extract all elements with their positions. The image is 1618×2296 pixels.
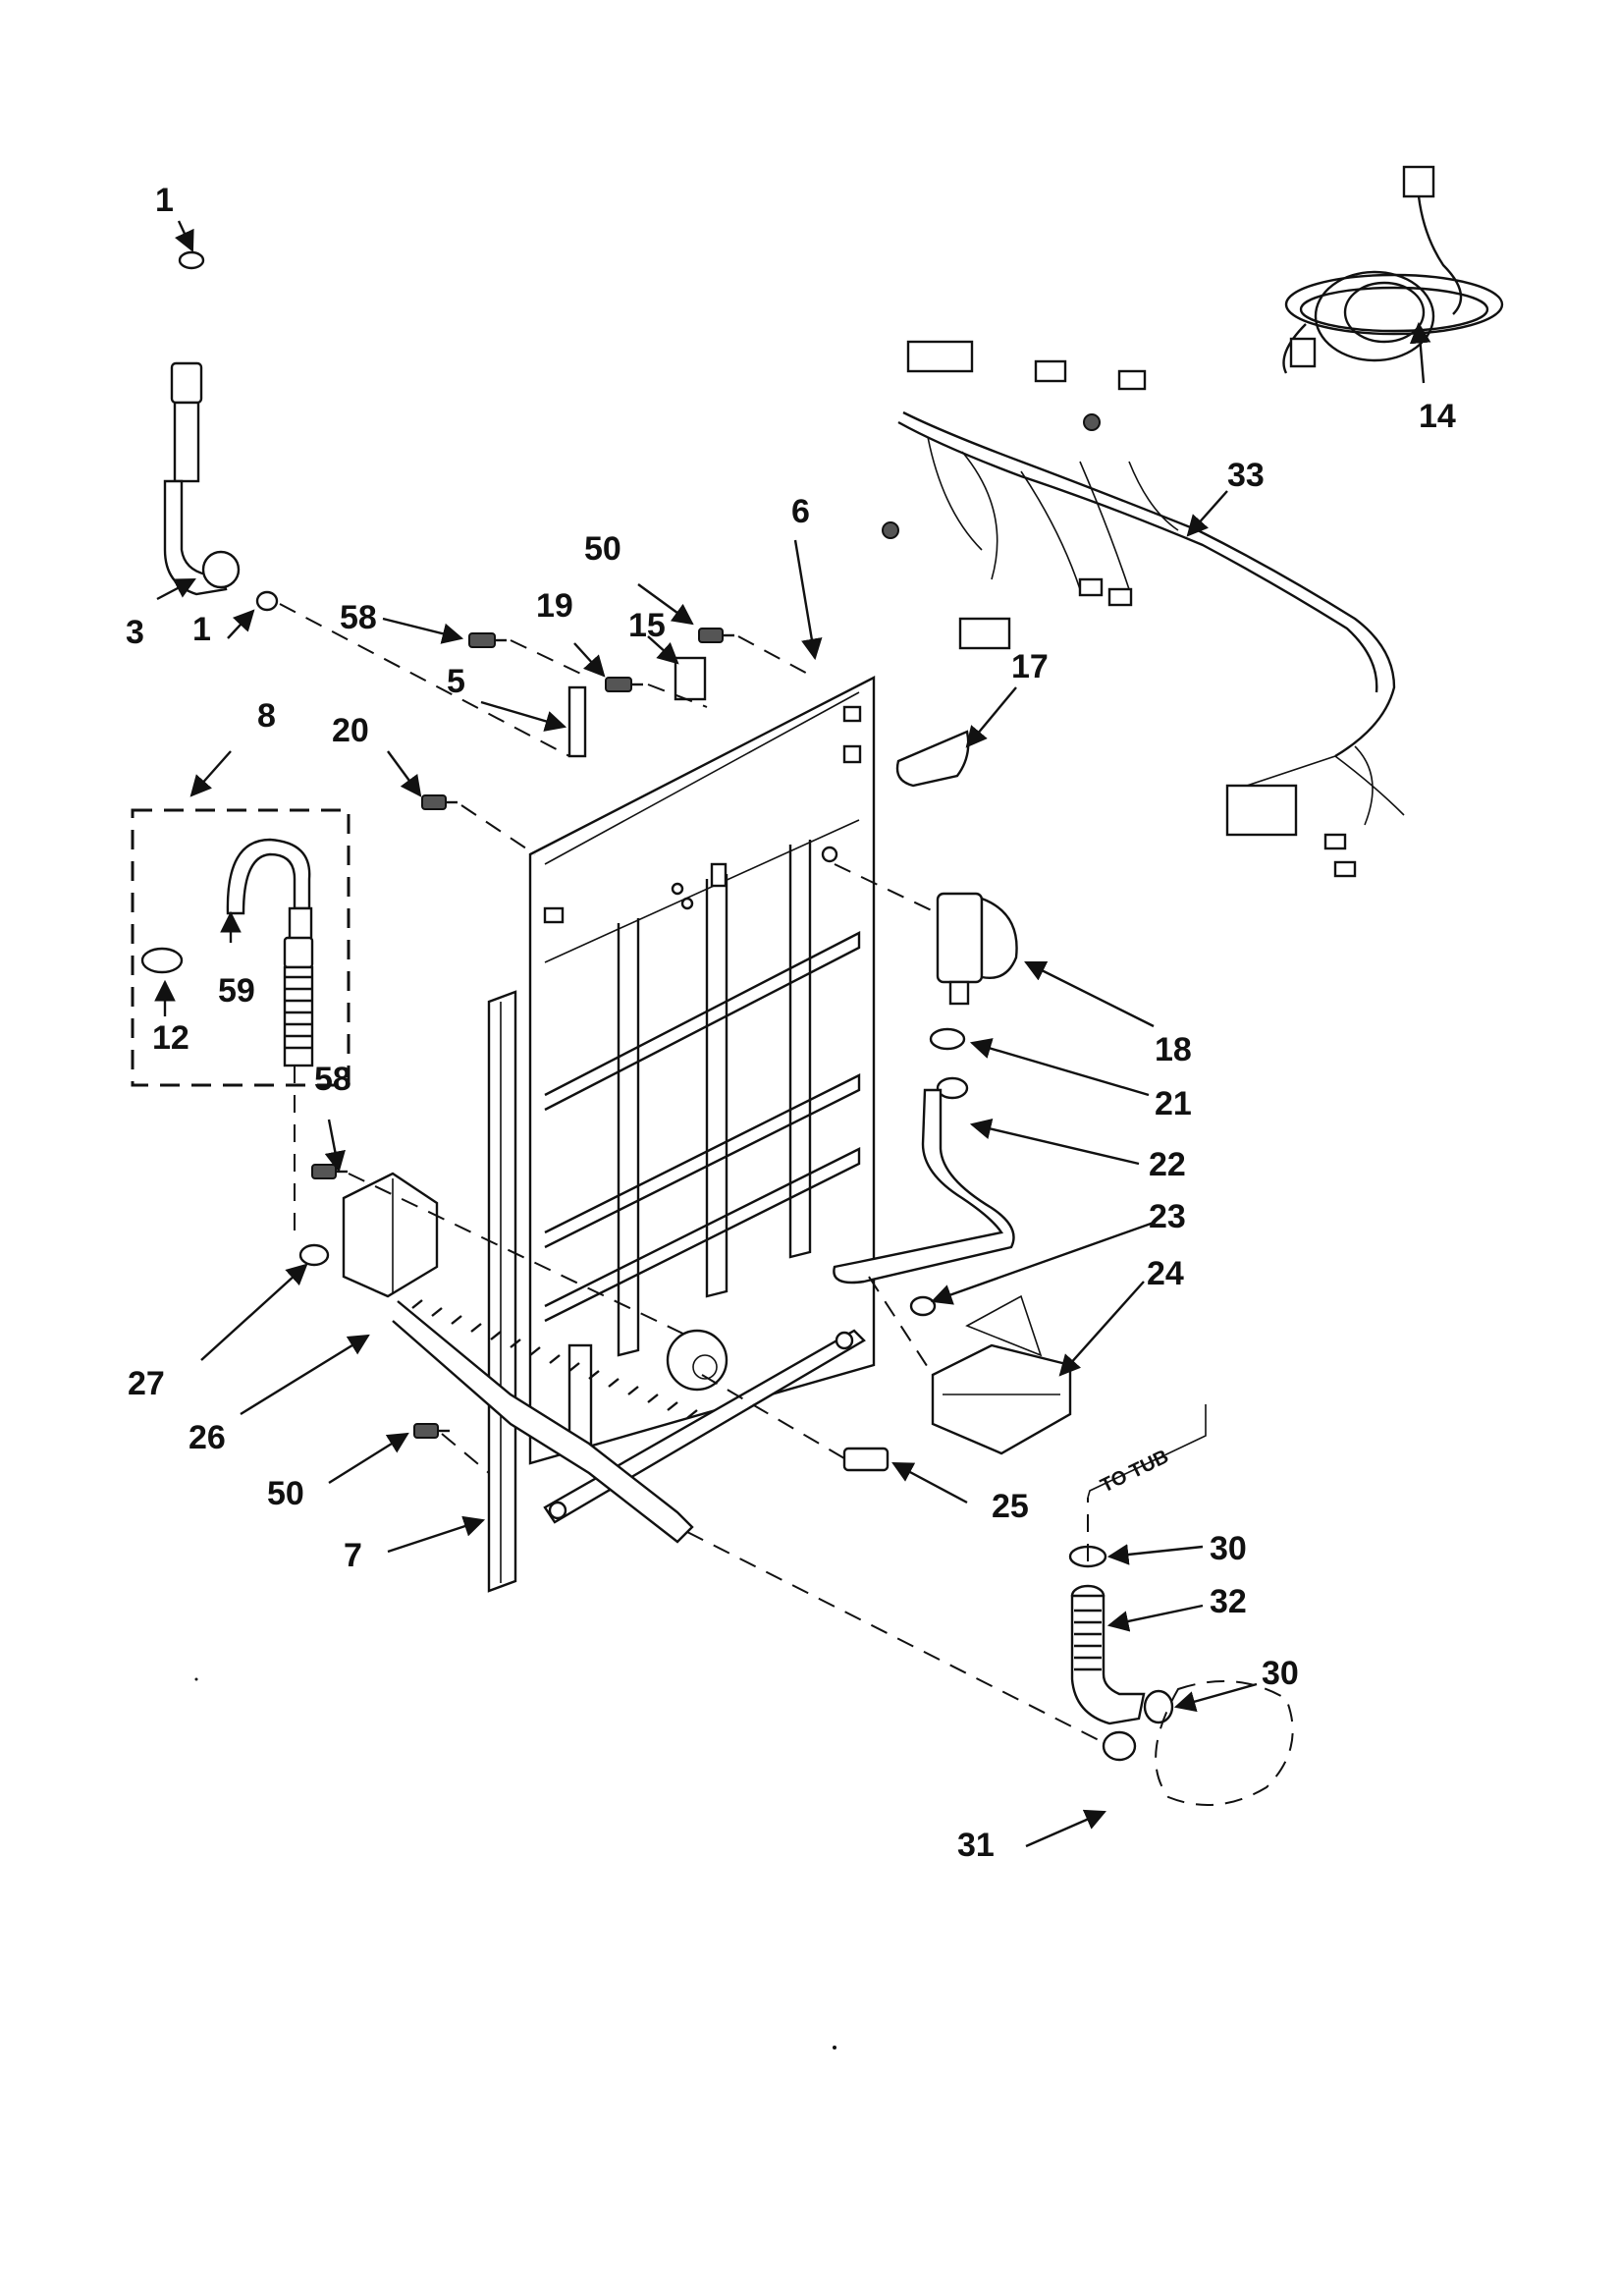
- label-8: 8: [257, 697, 276, 735]
- wire-harness: [882, 340, 1405, 878]
- clamp-31: [1102, 1730, 1137, 1762]
- label-33: 33: [1227, 457, 1265, 494]
- side-rail: [487, 990, 517, 1593]
- label-3: 3: [126, 614, 144, 651]
- label-20: 20: [332, 712, 369, 749]
- leader-arrows: [154, 220, 1431, 1848]
- label-21: 21: [1155, 1085, 1192, 1122]
- label-5: 5: [447, 663, 465, 700]
- rear-panel: [528, 676, 876, 1465]
- label-25: 25: [992, 1488, 1029, 1525]
- label-32: 32: [1210, 1583, 1247, 1620]
- label-58a: 58: [340, 599, 377, 636]
- label-27: 27: [128, 1365, 165, 1402]
- clip-25: [842, 1447, 890, 1472]
- label-50a: 50: [584, 530, 621, 568]
- power-cord: [1282, 165, 1504, 374]
- label-22: 22: [1149, 1146, 1186, 1183]
- screw-20: [421, 794, 458, 810]
- screws: [311, 628, 734, 1439]
- ball-part: [666, 1329, 728, 1392]
- to-tub-text: TO TUB: [1098, 1446, 1172, 1497]
- label-50b: 50: [267, 1475, 304, 1512]
- inlet-hose: [163, 250, 279, 612]
- label-23: 23: [1149, 1198, 1186, 1235]
- label-12: 12: [152, 1019, 189, 1057]
- label-26: 26: [189, 1419, 226, 1456]
- label-14: 14: [1419, 398, 1456, 435]
- stray-dot: [833, 2046, 836, 2050]
- label-19: 19: [536, 587, 573, 625]
- clamp-30-lower: [1143, 1689, 1174, 1724]
- alignment-lines: [279, 603, 1106, 1744]
- label-15: 15: [628, 607, 666, 644]
- stray-dot-2: [194, 1677, 198, 1681]
- tub-drain-hose: [1070, 1584, 1294, 1806]
- label-31: 31: [957, 1827, 995, 1864]
- label-1a: 1: [155, 182, 174, 219]
- label-24: 24: [1147, 1255, 1184, 1292]
- screw-50-lower: [413, 1423, 450, 1439]
- part-labels: 1 3 1 58 19 15 50 6 5 20 8 59 12 17 33 1…: [126, 182, 1456, 1864]
- label-59: 59: [218, 972, 255, 1010]
- clamp-27: [298, 1243, 330, 1267]
- label-7: 7: [344, 1537, 362, 1574]
- label-18: 18: [1155, 1031, 1192, 1068]
- label-30a: 30: [1210, 1530, 1247, 1567]
- screw-58-top: [468, 632, 507, 648]
- label-58b: 58: [314, 1061, 351, 1098]
- label-6: 6: [791, 493, 810, 530]
- label-1b: 1: [192, 611, 211, 648]
- outlet-hose-kit: [131, 808, 351, 1087]
- clamp-12: [140, 947, 184, 974]
- label-30b: 30: [1262, 1655, 1299, 1692]
- screw-19: [605, 677, 643, 692]
- screw-58-lower: [311, 1164, 348, 1179]
- small-brackets: [567, 656, 970, 788]
- label-17: 17: [1011, 648, 1049, 685]
- screw-50-top: [698, 628, 734, 643]
- part-24: [931, 1294, 1072, 1455]
- to-tub-callout: TO TUB: [1087, 1404, 1207, 1499]
- pressure-switch: [929, 892, 1018, 1051]
- inlet-tube: [833, 1076, 1015, 1285]
- clamp-23: [909, 1295, 937, 1317]
